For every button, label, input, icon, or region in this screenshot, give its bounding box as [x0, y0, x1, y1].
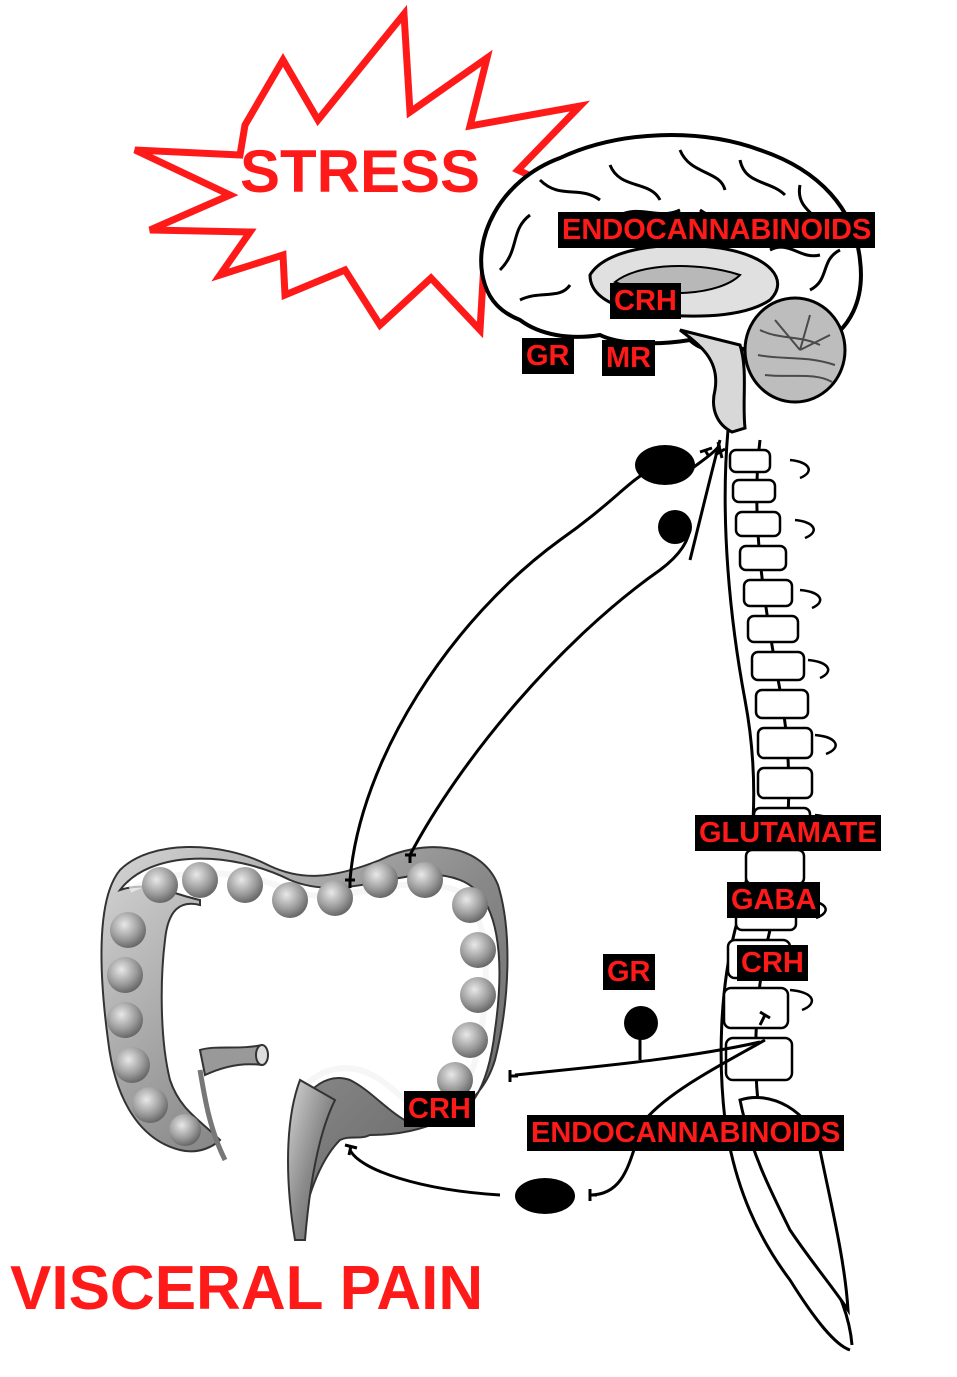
visceral-pain-label: VISCERAL PAIN [10, 1254, 484, 1323]
spinal-crh-label: CRH [737, 945, 808, 981]
colon-illustration [100, 846, 509, 1242]
synapse-terminals [344, 441, 771, 1201]
spinal-glutamate-label: GLUTAMATE [695, 815, 881, 851]
neuron-cell-bodies [515, 445, 695, 1214]
spinal-gr-label: GR [603, 954, 655, 990]
brain-endocannabinoids-label: ENDOCANNABINOIDS [558, 212, 876, 248]
brain-mr-label: MR [602, 340, 656, 376]
spinal-endocannabinoids-label: ENDOCANNABINOIDS [527, 1115, 845, 1151]
colon-crh-label: CRH [404, 1091, 475, 1127]
spinal-gaba-label: GABA [727, 882, 821, 918]
brain-gr-label: GR [522, 338, 574, 374]
stress-label: STRESS [240, 138, 481, 205]
brain-crh-label: CRH [610, 283, 681, 319]
